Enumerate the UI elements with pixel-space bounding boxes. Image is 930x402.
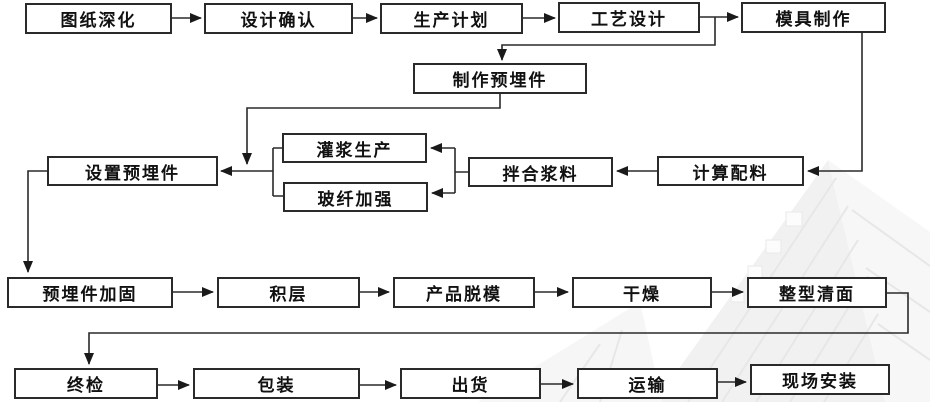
node-drying: 干燥 xyxy=(572,277,712,308)
node-grouting-production: 灌浆生产 xyxy=(282,133,427,163)
arrow-n16-n17 xyxy=(84,292,909,365)
node-design-confirmation: 设计确认 xyxy=(204,3,353,34)
node-product-demolding: 产品脱模 xyxy=(393,277,535,308)
node-packaging: 包装 xyxy=(193,368,360,399)
node-lamination: 积层 xyxy=(217,277,360,308)
node-slurry-mixing: 拌合浆料 xyxy=(468,157,613,187)
node-process-design: 工艺设计 xyxy=(558,2,700,33)
arrow-n7-n12 xyxy=(23,170,47,273)
node-final-inspection: 终检 xyxy=(14,368,158,399)
node-fiberglass-reinforcement: 玻纤加强 xyxy=(283,182,428,212)
arrow-n6-junction xyxy=(242,94,501,165)
node-batching-calculation: 计算配料 xyxy=(657,156,804,186)
node-site-installation: 现场安装 xyxy=(750,364,890,395)
node-drawing-deepening: 图纸深化 xyxy=(25,3,172,34)
node-trimming-cleaning: 整型清面 xyxy=(747,277,887,308)
node-production-plan: 生产计划 xyxy=(380,3,523,34)
merge-n8-n9 xyxy=(272,147,283,197)
arrow-n5-n11 xyxy=(807,33,863,176)
split-n10 xyxy=(454,148,468,193)
node-transportation: 运输 xyxy=(577,368,718,399)
node-set-embedded-parts: 设置预埋件 xyxy=(47,156,218,186)
arrow-n4-n6 xyxy=(497,17,716,61)
node-embedded-parts-reinforcing: 预埋件加固 xyxy=(7,277,173,308)
node-shipment: 出货 xyxy=(400,368,541,399)
node-mold-making: 模具制作 xyxy=(741,2,886,33)
node-make-embedded-parts: 制作预埋件 xyxy=(413,63,587,94)
